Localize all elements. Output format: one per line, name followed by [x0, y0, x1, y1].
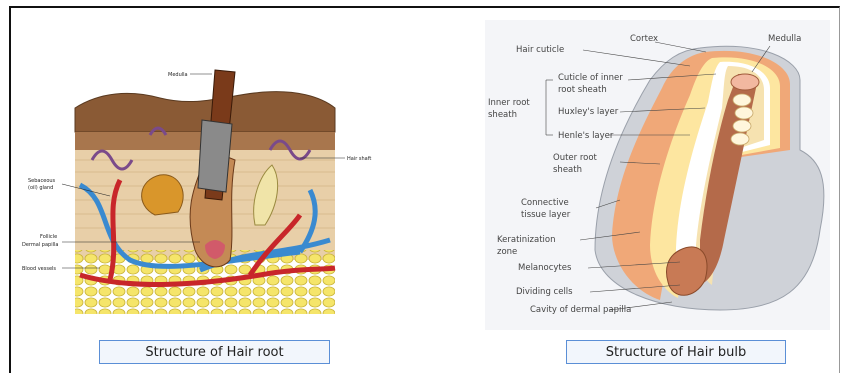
- label-medulla-right: Medulla: [768, 34, 801, 44]
- caption-hair-root: Structure of Hair root: [99, 340, 330, 364]
- label-cortex: Cortex: [630, 34, 658, 44]
- label-cavity: Cavity of dermal papilla: [530, 305, 631, 315]
- label-melanocytes: Melanocytes: [518, 263, 572, 273]
- label-huxley: Huxley's layer: [558, 107, 619, 117]
- medulla-top: [731, 74, 759, 90]
- label-dividing-cells: Dividing cells: [516, 287, 573, 297]
- label-cuticle-inner-2: root sheath: [558, 85, 607, 95]
- label-connective-2: tissue layer: [521, 210, 571, 220]
- caption-hair-bulb: Structure of Hair bulb: [566, 340, 786, 364]
- label-inner-root-1: Inner root: [488, 98, 530, 108]
- label-outer-root-1: Outer root: [553, 153, 598, 163]
- label-hair-cuticle: Hair cuticle: [516, 45, 564, 55]
- label-keratinization-1: Keratinization: [497, 235, 555, 245]
- label-outer-root-2: sheath: [553, 165, 582, 175]
- label-cuticle-inner-1: Cuticle of inner: [558, 73, 623, 83]
- label-inner-root-2: sheath: [488, 110, 517, 120]
- label-connective-1: Connective: [521, 198, 569, 208]
- label-keratinization-2: zone: [497, 247, 517, 257]
- label-henle: Henle's layer: [558, 131, 614, 141]
